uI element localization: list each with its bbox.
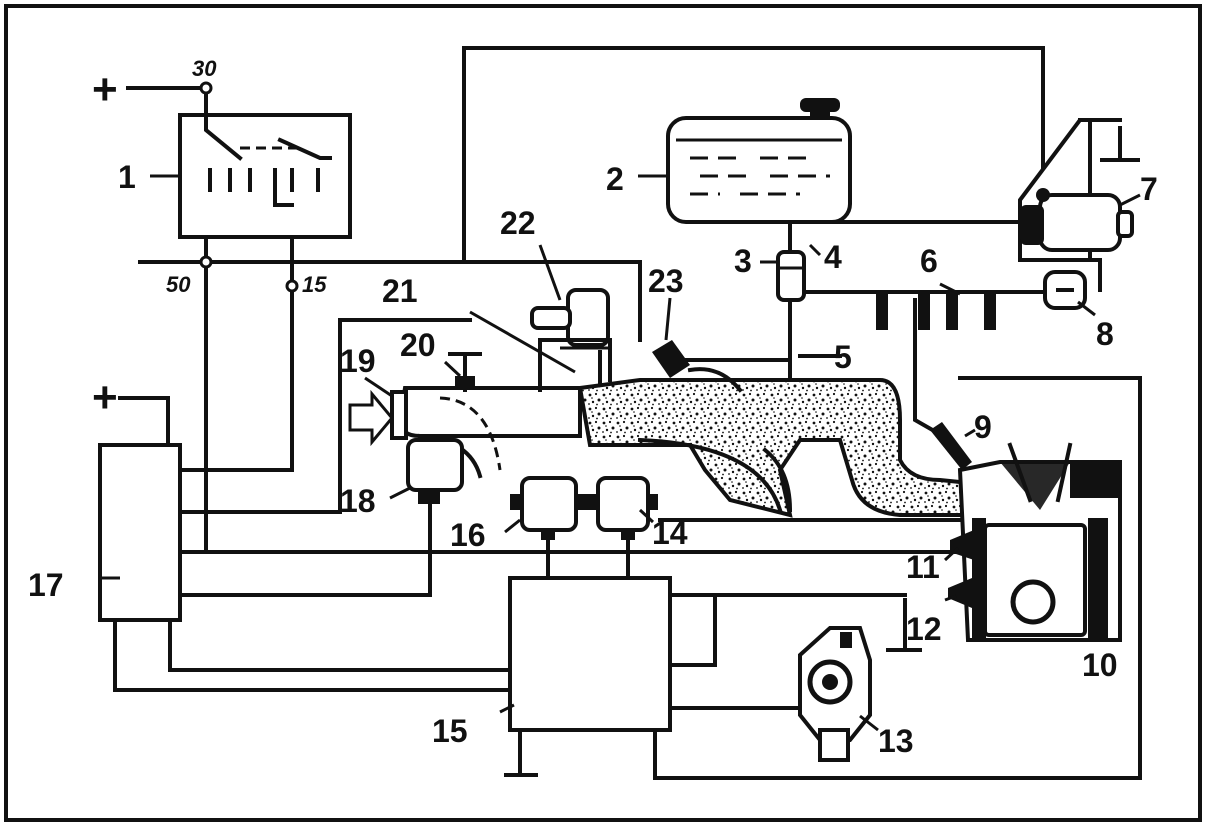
callout-3: 3 [734,243,752,279]
piston-pin [1010,579,1056,625]
callout-4: 4 [824,239,842,275]
callout-6: 6 [920,243,938,279]
pressure-sensor [510,476,588,540]
fuel-tank [666,98,852,224]
relay-unit [98,443,182,622]
callout-18: 18 [340,483,376,519]
throttle-actuator [530,288,612,392]
fuel-filter [776,250,806,302]
fuel-pump [1018,118,1134,262]
terminal-50-dot [199,255,213,269]
callout-2: 2 [606,161,624,197]
outer-frame [4,4,1202,822]
manifold-sensor [652,340,743,393]
intake-manifold [348,352,993,518]
terminal-30-label: 30 [192,56,217,81]
callout-22: 22 [500,205,536,241]
control-unit [508,576,672,732]
terminal-15-label: 15 [302,272,327,297]
callout-5: 5 [834,339,852,375]
leader-lines [100,174,1141,732]
terminal-50-label: 50 [166,272,191,297]
callout-21: 21 [382,273,418,309]
callout-20: 20 [400,327,436,363]
callout-19: 19 [340,343,376,379]
callout-13: 13 [878,723,914,759]
callout-10: 10 [1082,647,1118,683]
callout-labels: 1 2 3 4 5 6 7 8 9 10 11 12 13 14 15 16 1… [28,56,1158,759]
terminal-30-dot [199,81,213,95]
callout-7: 7 [1140,171,1158,207]
callout-9: 9 [974,409,992,445]
pressure-regulator [1043,270,1087,310]
air-temp-sensor [588,476,658,540]
auxiliary-air-valve [406,438,464,504]
engine-cylinder [957,442,1122,642]
injector-nozzles [876,294,996,330]
callout-12: 12 [906,611,942,647]
coolant-temp-sensor [950,530,974,560]
injector [930,422,972,470]
callout-11: 11 [906,549,940,585]
switch-supply-plus: + [92,65,118,114]
unit17-supply-plus: + [92,373,118,422]
distributor [798,626,872,762]
ignition-switch [178,81,352,293]
callout-15: 15 [432,713,468,749]
callout-14: 14 [652,515,688,551]
callout-17: 17 [28,567,64,603]
terminal-15-dot [285,279,299,293]
wiring [113,46,1142,780]
callout-23: 23 [648,263,684,299]
callout-8: 8 [1096,316,1114,352]
callout-1: 1 [118,159,136,195]
callout-16: 16 [450,517,486,553]
knock-sensor [948,578,972,608]
